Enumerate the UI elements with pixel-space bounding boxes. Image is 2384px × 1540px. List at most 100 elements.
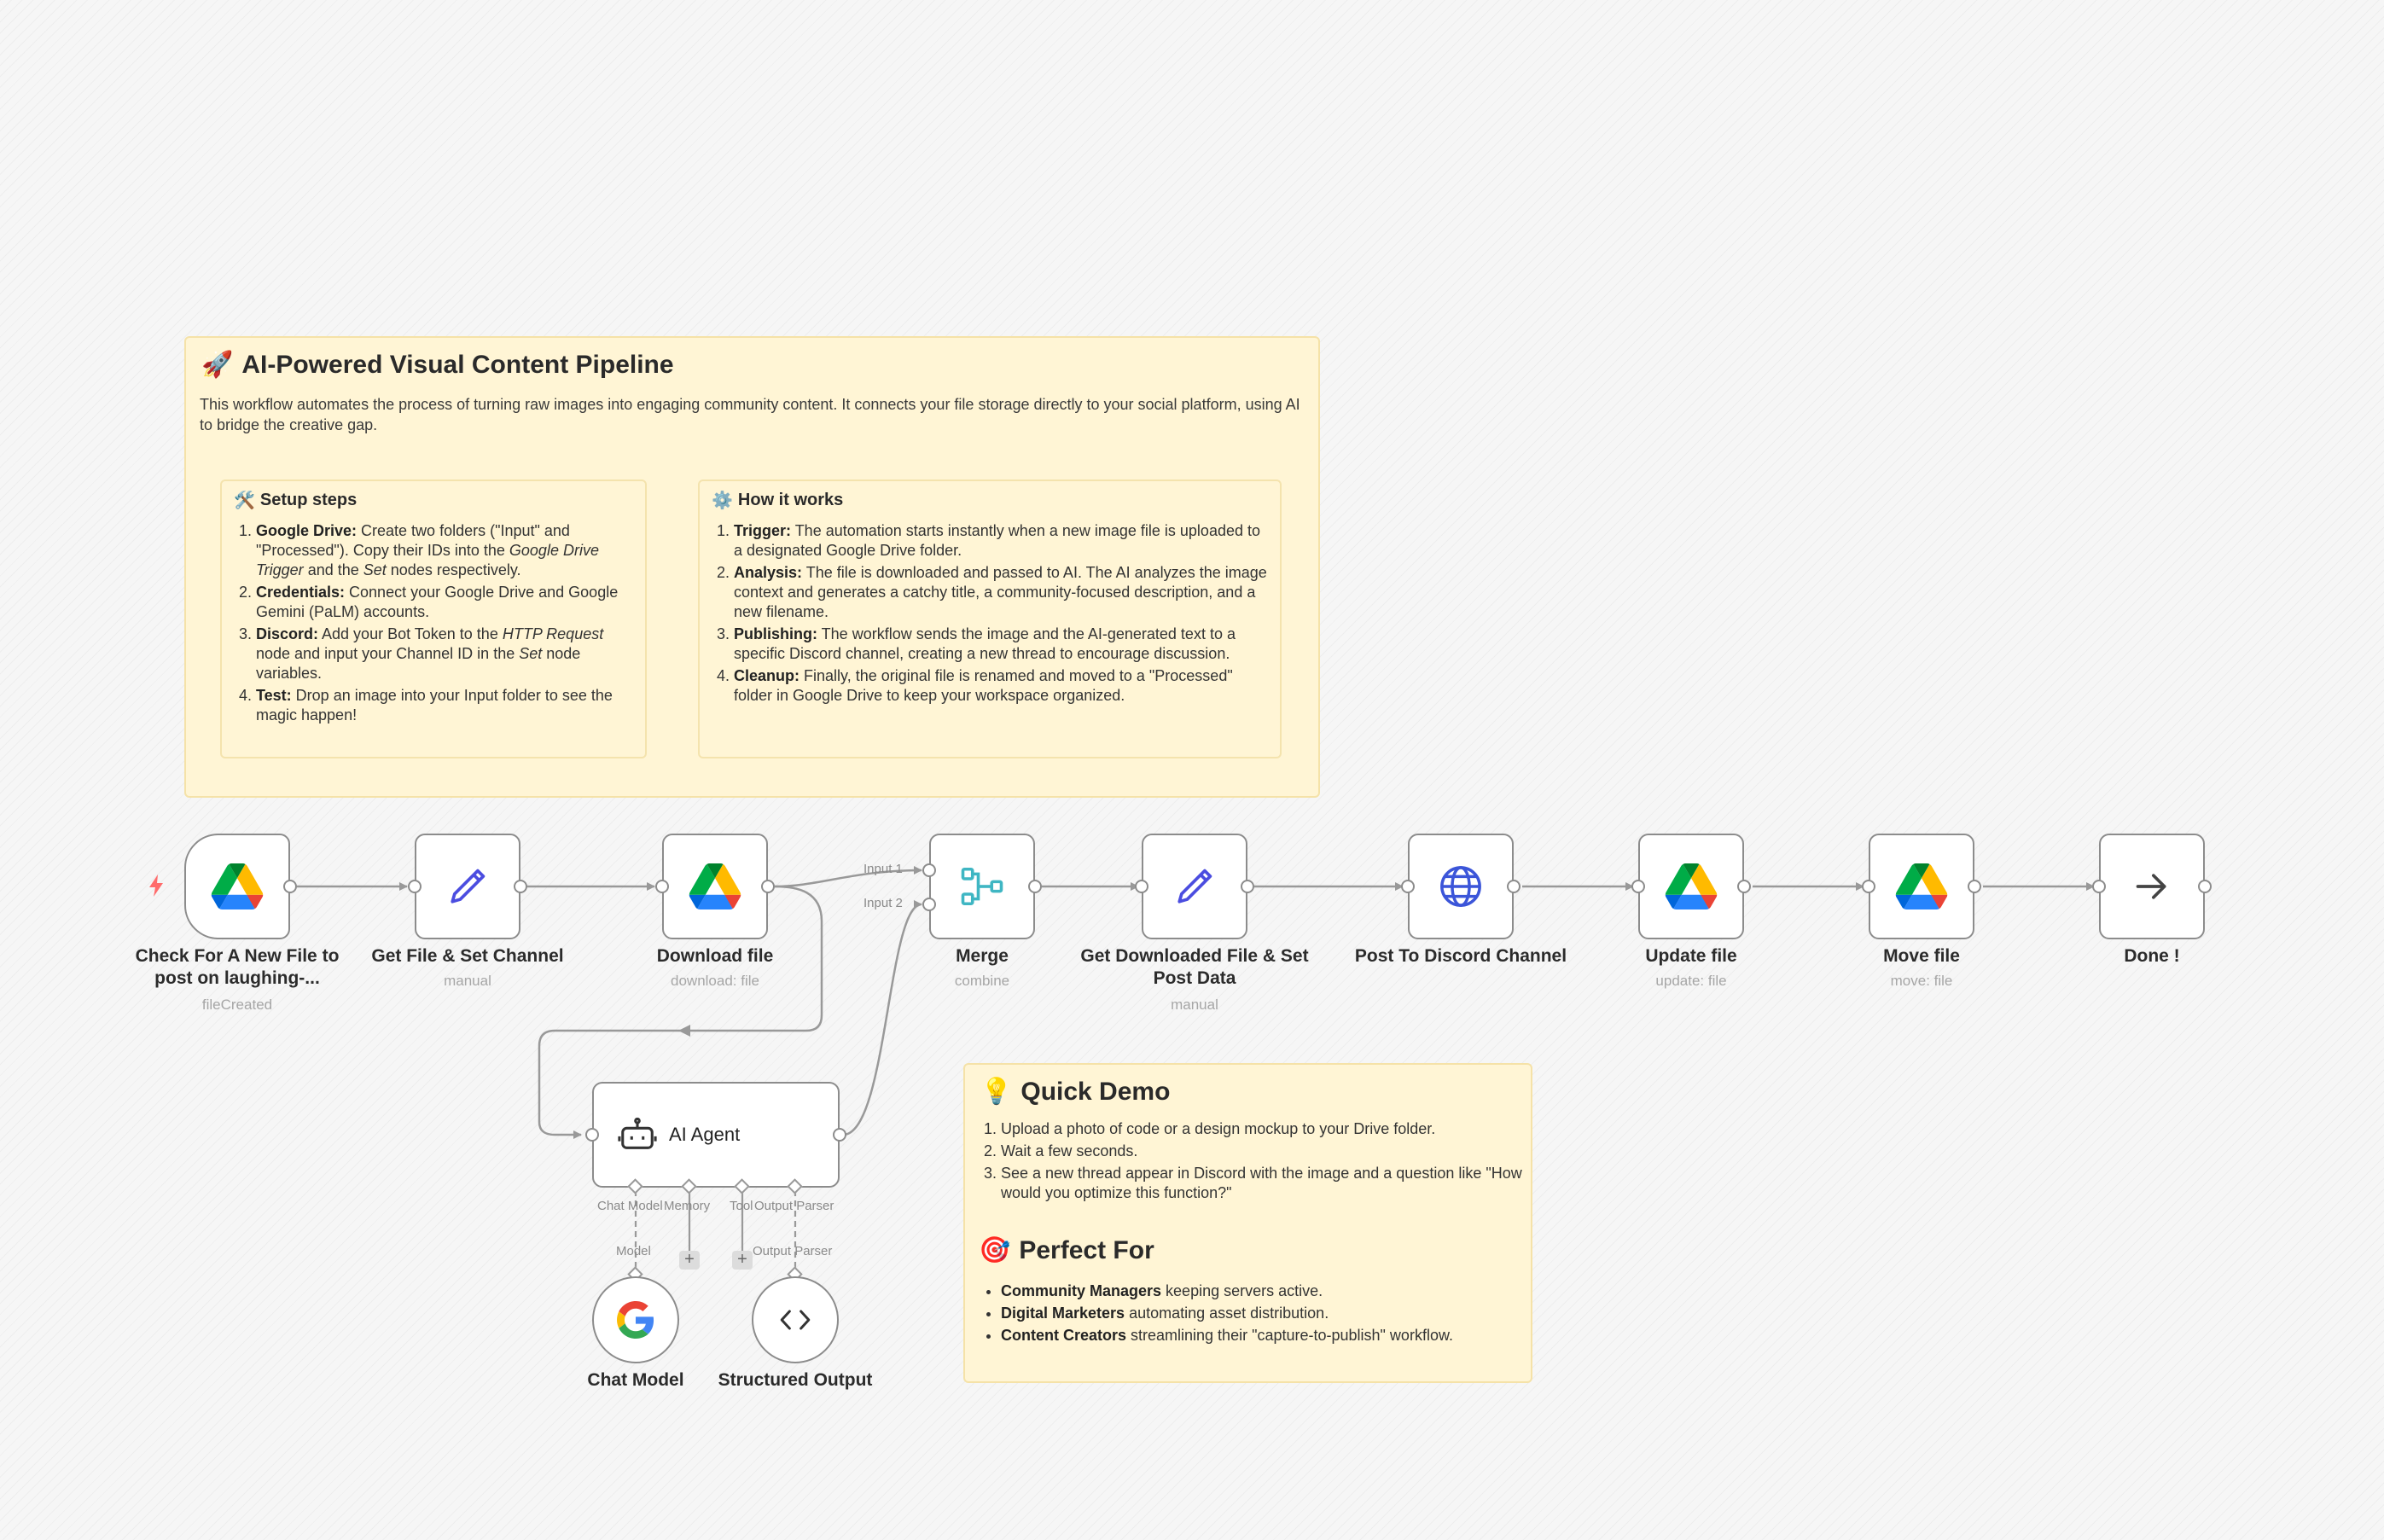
output-port[interactable]	[1968, 880, 1981, 893]
input-port[interactable]	[1135, 880, 1148, 893]
setup-steps-title: 🛠️ Setup steps	[234, 491, 358, 510]
target-icon: 🎯	[979, 1236, 1011, 1264]
how-step: Cleanup: Finally, the original file is r…	[734, 666, 1268, 706]
how-step: Trigger: The automation starts instantly…	[734, 521, 1268, 561]
setup-step-head: Google Drive:	[256, 522, 358, 539]
node-label-check-new-file: Check For A New File to post on laughing…	[135, 946, 340, 988]
setup-step-text: and the	[303, 561, 363, 578]
how-step-text: Finally, the original file is renamed an…	[734, 667, 1233, 704]
input-port[interactable]	[1862, 880, 1875, 893]
node-update-file[interactable]	[1638, 834, 1744, 939]
node-label-get-file-set-channel: Get File & Set Channel	[371, 946, 564, 966]
output-port[interactable]	[1737, 880, 1751, 893]
setup-step-head: Credentials:	[256, 584, 346, 601]
wire-agent-to-merge	[842, 900, 922, 1136]
arrow-right-icon	[2136, 874, 2166, 899]
node-post-to-discord[interactable]	[1408, 834, 1514, 939]
node-get-file-set-channel[interactable]	[415, 834, 520, 939]
globe-icon	[1440, 866, 1481, 907]
node-label-chat-model: Chat Model	[587, 1370, 684, 1390]
wire-download-to-merge	[774, 866, 922, 888]
setup-step-text: HTTP Request	[502, 625, 604, 642]
output-port[interactable]	[1028, 880, 1042, 893]
setup-step: Google Drive: Create two folders ("Input…	[256, 521, 633, 580]
node-label-set-post-data: Get Downloaded File & Set Post Data	[1080, 946, 1309, 988]
how-step: Analysis: The file is downloaded and pas…	[734, 563, 1268, 622]
how-step-head: Analysis:	[734, 564, 803, 581]
merge-input-2-label: Input 2	[863, 896, 903, 910]
node-label-merge: Merge	[956, 946, 1009, 966]
setup-step: Test: Drop an image into your Input fold…	[256, 686, 633, 725]
node-sub-merge: combine	[954, 973, 1010, 989]
setup-step-text: Set	[519, 645, 543, 662]
node-structured-output[interactable]	[752, 1276, 839, 1363]
google-drive-icon	[211, 863, 264, 909]
google-icon	[617, 1301, 654, 1339]
intro-description: This workflow automates the process of t…	[200, 396, 1300, 433]
demo-sticky-note[interactable]: 💡 Quick Demo Upload a photo of code or a…	[963, 1063, 1532, 1383]
node-label-move-file: Move file	[1883, 946, 1960, 966]
how-step: Publishing: The workflow sends the image…	[734, 625, 1268, 664]
output-port[interactable]	[1241, 880, 1254, 893]
setup-step-text: Google Drive Trigger	[256, 542, 599, 578]
input-port[interactable]	[1401, 880, 1415, 893]
perfect-item-head: Content Creators	[1001, 1327, 1127, 1344]
output-port[interactable]	[833, 1128, 846, 1142]
add-tool-button[interactable]: +	[732, 1251, 753, 1270]
perfect-item-head: Community Managers	[1001, 1282, 1162, 1299]
output-port[interactable]	[761, 880, 775, 893]
node-ai-agent[interactable]: AI Agent	[592, 1082, 840, 1188]
intro-sticky-note[interactable]: 🚀 AI-Powered Visual Content Pipeline Thi…	[184, 336, 1320, 798]
agent-memory-port-label: Memory	[664, 1199, 711, 1213]
input-port-2[interactable]	[922, 898, 936, 911]
google-drive-icon	[1665, 863, 1718, 909]
input-port[interactable]	[1631, 880, 1645, 893]
node-merge[interactable]	[929, 834, 1035, 939]
setup-step-text: Set	[363, 561, 387, 578]
output-parser-link-label: Output Parser	[753, 1244, 833, 1258]
output-port[interactable]	[2198, 880, 2212, 893]
setup-steps-list: Google Drive: Create two folders ("Input…	[234, 521, 633, 725]
node-chat-model[interactable]	[592, 1276, 679, 1363]
google-drive-icon	[1895, 863, 1948, 909]
agent-tool-port-label: Tool	[730, 1199, 753, 1213]
node-done[interactable]	[2099, 834, 2205, 939]
add-memory-button[interactable]: +	[679, 1251, 700, 1270]
pencil-icon	[451, 869, 486, 904]
node-check-new-file[interactable]	[184, 834, 290, 939]
input-port[interactable]	[585, 1128, 599, 1142]
setup-step-head: Discord:	[256, 625, 319, 642]
node-sub-set-post-data: manual	[1171, 997, 1218, 1013]
input-port[interactable]	[655, 880, 669, 893]
node-set-post-data[interactable]	[1142, 834, 1247, 939]
merge-icon	[961, 867, 1003, 906]
how-step-head: Trigger:	[734, 522, 792, 539]
node-sub-update-file: update: file	[1655, 973, 1727, 989]
rocket-icon: 🚀	[201, 351, 234, 379]
perfect-for-list: Community Managers keeping servers activ…	[979, 1281, 1534, 1348]
node-sub-get-file-set-channel: manual	[444, 973, 491, 989]
output-port[interactable]	[514, 880, 527, 893]
setup-step-text: node and input your Channel ID in the	[256, 645, 520, 662]
setup-step-head: Test:	[256, 687, 292, 704]
setup-step-text: Connect your Google Drive and Google Gem…	[256, 584, 619, 620]
node-sub-download-file: download: file	[671, 973, 759, 989]
output-port[interactable]	[283, 880, 297, 893]
node-label-download-file: Download file	[656, 946, 774, 966]
node-move-file[interactable]	[1869, 834, 1974, 939]
setup-step-text: Add your Bot Token to the	[318, 625, 503, 642]
tools-icon: 🛠️	[234, 491, 255, 510]
input-port-1[interactable]	[922, 863, 936, 877]
output-port[interactable]	[1507, 880, 1521, 893]
how-step-head: Publishing:	[734, 625, 817, 642]
perfect-item-text: keeping servers active.	[1161, 1282, 1323, 1299]
node-sub-check-new-file: fileCreated	[201, 997, 273, 1013]
trigger-bolt-icon	[149, 875, 163, 897]
how-step-text: The file is downloaded and passed to AI.…	[734, 564, 1267, 620]
node-download-file[interactable]	[662, 834, 768, 939]
setup-step-text: nodes respectively.	[386, 561, 521, 578]
demo-title: 💡 Quick Demo	[980, 1077, 1171, 1107]
input-port[interactable]	[408, 880, 422, 893]
input-port[interactable]	[2092, 880, 2106, 893]
